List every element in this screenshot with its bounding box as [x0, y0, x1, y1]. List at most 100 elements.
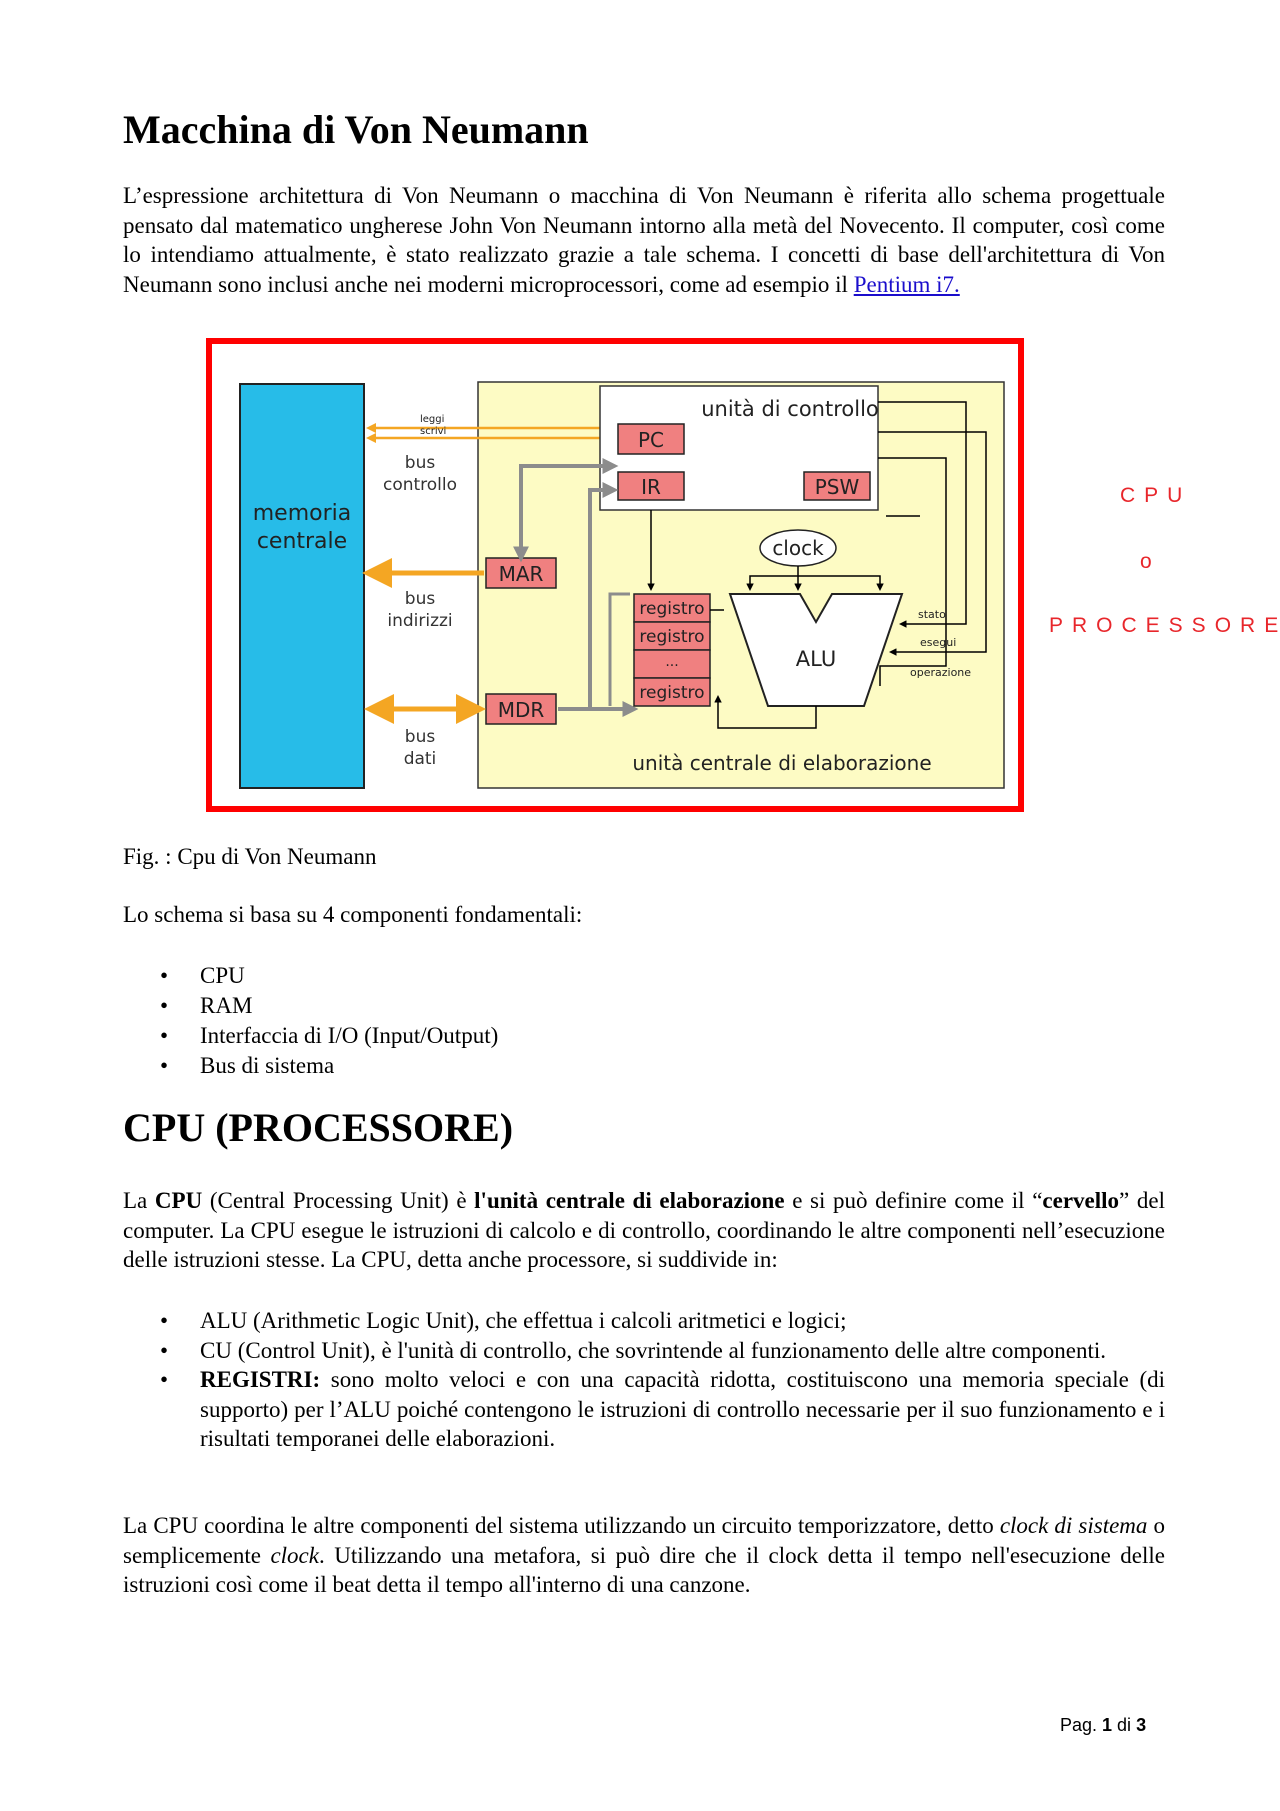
- text-run: (Central Processing Unit) è: [202, 1188, 475, 1213]
- components-intro: Lo schema si basa su 4 componenti fondam…: [123, 902, 583, 927]
- side-label-cpu: CPU: [1120, 484, 1192, 507]
- list-item-text: CU (Control Unit), è l'unità di controll…: [200, 1337, 1107, 1363]
- write-label: scrivi: [420, 426, 446, 437]
- bold-run: cervello: [1042, 1188, 1120, 1213]
- intro-paragraph: L’espressione architettura di Von Neuman…: [123, 181, 1165, 299]
- bullet-icon: •: [160, 1023, 169, 1048]
- psw-label: PSW: [815, 475, 860, 499]
- pc-label: PC: [638, 428, 664, 452]
- state-arrow: [878, 401, 967, 628]
- bullet-icon: •: [160, 963, 169, 988]
- clock-to-alu-arrow-3: [798, 575, 884, 591]
- bullet-icon: •: [160, 1337, 169, 1363]
- read-label: leggi: [420, 414, 444, 425]
- operation-arrow: [878, 457, 947, 686]
- alu-to-registers-arrow: [714, 695, 817, 729]
- execute-label: esegui: [920, 636, 956, 649]
- components-list: • CPU • RAM • Interfaccia di I/O (Input/Out…: [123, 961, 498, 1081]
- von-neumann-diagram: memoria centrale leggi scrivi bus contro…: [239, 381, 1005, 789]
- register-2-label: registro: [639, 627, 704, 647]
- pc-register: [617, 423, 685, 455]
- list-item: • RAM: [123, 991, 498, 1021]
- mdr-label: MDR: [498, 698, 545, 722]
- footer-middle: di: [1112, 1715, 1137, 1735]
- operation-label: operazione: [910, 666, 971, 679]
- mar-label: MAR: [499, 562, 544, 586]
- mar-register: [485, 557, 557, 589]
- bullet-icon: •: [160, 1053, 169, 1078]
- text-run: e si può definire come il “: [784, 1188, 1043, 1213]
- list-item: • Bus di sistema: [123, 1051, 498, 1081]
- cpu-parts-list: • ALU (Arithmetic Logic Unit), che effett…: [123, 1306, 1165, 1454]
- bus-data-label-2: dati: [404, 749, 437, 769]
- text-run: ” del computer. La CPU esegue le istruzi…: [123, 1188, 1165, 1272]
- list-item: • CPU: [123, 961, 498, 991]
- text-run: o semplicemente: [123, 1513, 1166, 1568]
- register-1-label: registro: [639, 599, 704, 619]
- list-item-text: Bus di sistema: [200, 1053, 335, 1078]
- memory-label: memoria: [253, 501, 352, 526]
- list-item-text: RAM: [200, 993, 253, 1018]
- memory-label-2: centrale: [257, 529, 347, 554]
- mdr-to-ir-path: [558, 482, 619, 711]
- list-item-text: CPU: [200, 963, 245, 988]
- state-label: stato: [918, 608, 946, 621]
- clock-label: clock: [772, 536, 824, 560]
- alu-shape: [728, 593, 904, 707]
- register-3-label: ...: [665, 654, 678, 670]
- page-number: 1: [1102, 1715, 1113, 1735]
- ir-label: IR: [641, 475, 661, 499]
- page-total: 3: [1136, 1715, 1147, 1735]
- diagram-red-frame: [206, 338, 1024, 812]
- bullet-icon: •: [160, 993, 169, 1018]
- italic-run: clock: [270, 1542, 319, 1568]
- alu-label: ALU: [796, 647, 836, 671]
- list-item: • REGISTRI: sono molto veloci e con una c…: [123, 1365, 1165, 1454]
- list-item-text: Interfaccia di I/O (Input/Output): [200, 1023, 499, 1048]
- page-footer: Pag. 1 di 3: [1060, 1715, 1146, 1736]
- italic-run: clock di sistema: [999, 1513, 1148, 1538]
- bus-data-label: bus: [405, 727, 436, 747]
- bold-run: CPU: [154, 1188, 203, 1213]
- section-title: CPU (PROCESSORE): [123, 1105, 514, 1150]
- list-item: • Interfaccia di I/O (Input/Output): [123, 1021, 498, 1051]
- memory-block: [239, 383, 365, 789]
- pentium-link[interactable]: Pentium i7.: [853, 271, 960, 297]
- cpu-area-label: unità centrale di elaborazione: [632, 751, 931, 775]
- mdr-register: [485, 693, 557, 725]
- bus-address-label-2: indirizzi: [387, 611, 452, 631]
- register-4: [633, 677, 711, 707]
- pc-to-mar-path: [513, 458, 619, 563]
- list-item: • ALU (Arithmetic Logic Unit), che effett…: [123, 1306, 1165, 1336]
- list-item: • CU (Control Unit), è l'unità di control…: [123, 1336, 1165, 1366]
- execute-arrow: [878, 431, 987, 656]
- clock-paragraph: La CPU coordina le altre componenti del …: [123, 1511, 1165, 1600]
- list-item-text: ALU (Arithmetic Logic Unit), che effettu…: [200, 1308, 847, 1333]
- side-label-processor: PROCESSORE: [1049, 614, 1280, 637]
- text-run: La: [123, 1188, 155, 1213]
- bullet-icon: •: [160, 1367, 169, 1392]
- side-label-or: o: [1140, 550, 1161, 573]
- register-to-mar-path: [608, 592, 630, 706]
- cpu-paragraph: La CPU (Central Processing Unit) è l'uni…: [123, 1186, 1165, 1275]
- text-run: La CPU coordina le altre componenti del …: [123, 1513, 1000, 1538]
- bus-control-label: bus: [405, 453, 436, 473]
- control-unit-label: unità di controllo: [701, 397, 879, 421]
- register-4-label: registro: [639, 683, 704, 703]
- text-run: . Utilizzando una metafora, si può dire …: [123, 1542, 1165, 1598]
- register-2: [633, 621, 711, 651]
- psw-register: [803, 471, 871, 501]
- clock-to-alu-arrow: [746, 566, 799, 591]
- bus-control-label-2: controllo: [383, 475, 457, 495]
- bullet-icon: •: [160, 1308, 169, 1333]
- page-title: Macchina di Von Neumann: [123, 107, 589, 152]
- intro-text: L’espressione architettura di Von Neuman…: [123, 183, 1165, 297]
- bus-address-label: bus: [405, 589, 436, 609]
- list-item-text: sono molto veloci e con una capacità rid…: [200, 1367, 1165, 1451]
- figure-caption: Fig. : Cpu di Von Neumann: [123, 844, 377, 869]
- footer-prefix: Pag.: [1060, 1715, 1103, 1735]
- ir-register: [617, 471, 685, 501]
- bold-run: REGISTRI:: [200, 1367, 321, 1392]
- bold-run: l'unità centrale di elaborazione: [474, 1188, 785, 1213]
